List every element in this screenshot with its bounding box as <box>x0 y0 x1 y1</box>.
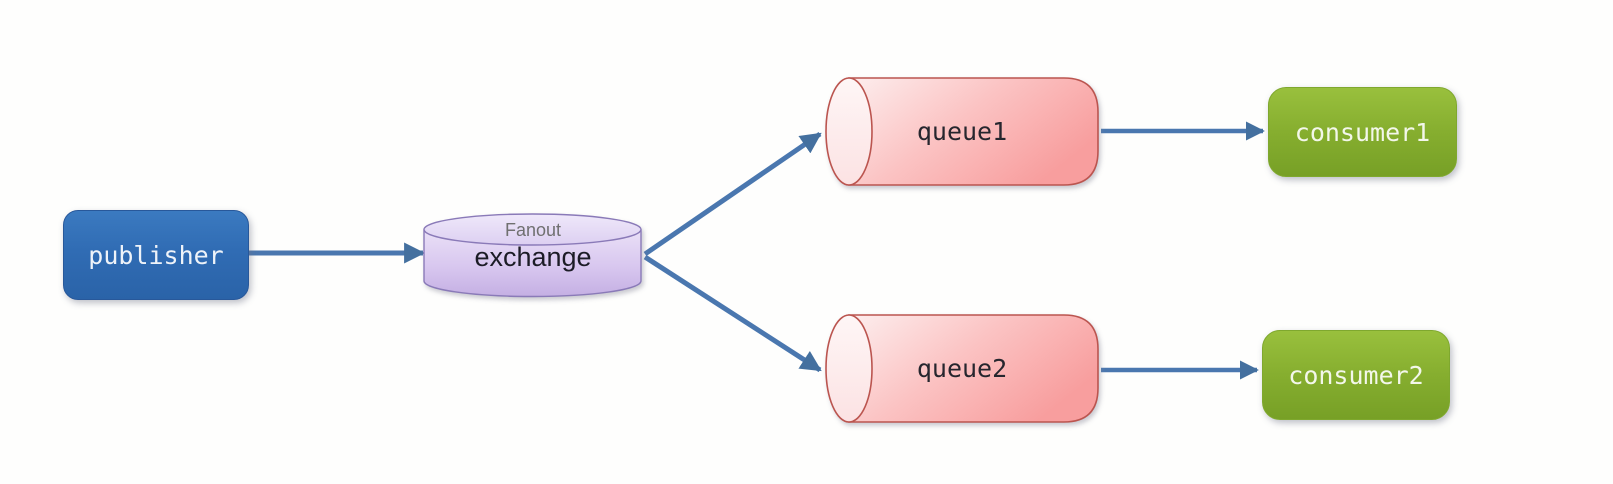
consumer2-label: consumer2 <box>1288 360 1424 390</box>
queue2-cap <box>825 314 873 423</box>
queue2-label: queue2 <box>917 354 1007 383</box>
node-queue2: queue2 <box>825 314 1099 423</box>
node-consumer2: consumer2 <box>1262 330 1450 420</box>
queue2-body <box>848 314 1099 423</box>
queue1-body <box>848 77 1099 186</box>
exchange-type-label: Fanout <box>505 220 561 240</box>
publisher-label: publisher <box>88 240 224 270</box>
queue1-cap <box>825 77 873 186</box>
exchange-label: exchange <box>474 242 591 272</box>
edge-exchange-queue1 <box>643 131 822 257</box>
node-publisher: publisher <box>63 210 249 300</box>
consumer1-label: consumer1 <box>1294 117 1431 147</box>
edge-exchange-queue2 <box>643 254 822 373</box>
exchange-cylinder-top <box>423 213 642 246</box>
node-queue1: queue1 <box>825 77 1099 186</box>
queue1-label: queue1 <box>917 117 1007 146</box>
node-exchange: Fanout exchange <box>423 213 642 298</box>
exchange-cylinder-body <box>423 229 642 298</box>
node-consumer1: consumer1 <box>1268 87 1457 177</box>
